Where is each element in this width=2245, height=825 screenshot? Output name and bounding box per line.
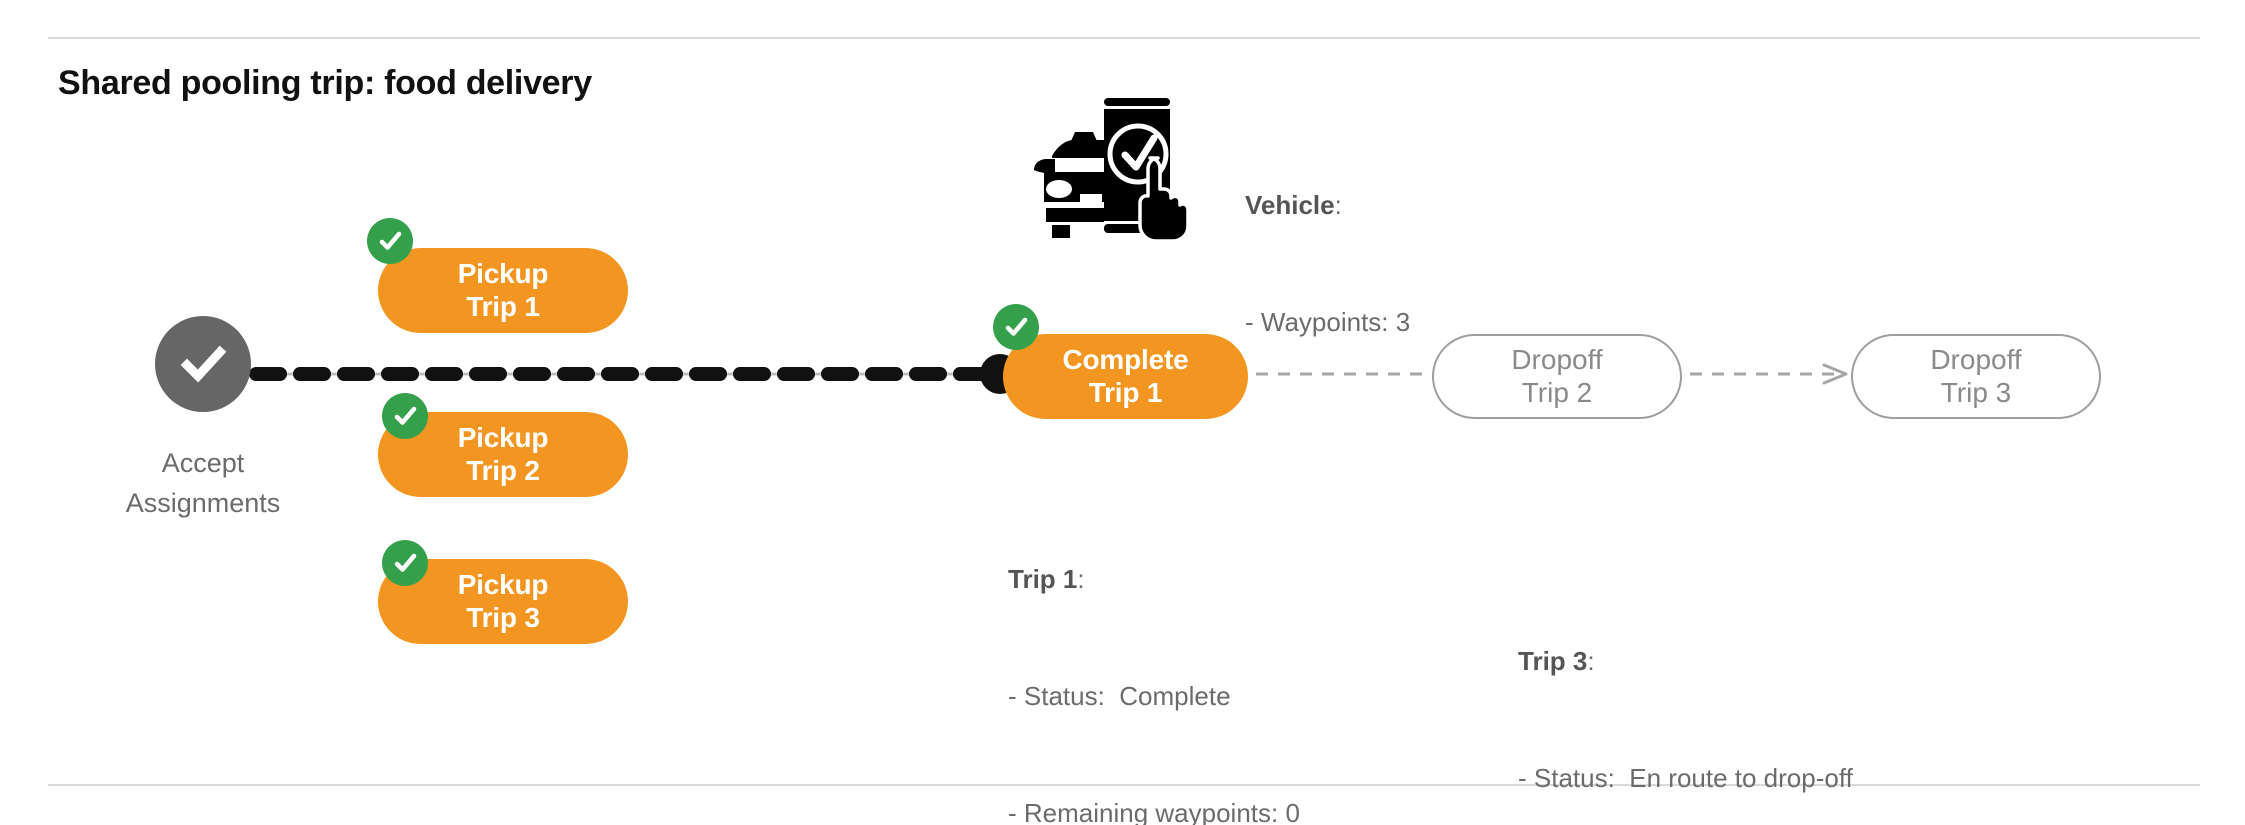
trip-1-2-info-block: Trip 1: - Status: Complete - Remaining w…: [1008, 482, 1343, 825]
dropoff-trip-2-node[interactable]: Dropoff Trip 2: [1432, 334, 1682, 419]
trip-3-info-block: Trip 3: - Status: En route to drop-off -…: [1518, 564, 1853, 825]
vehicle-waypoints-line: - Waypoints: 3: [1245, 307, 1411, 337]
check-badge-icon: [382, 540, 428, 586]
trip-1-heading: Trip 1:: [1008, 564, 1085, 594]
trip-1-waypoints-line: - Remaining waypoints: 0: [1008, 798, 1300, 825]
accept-label-line2: Assignments: [125, 488, 281, 518]
dropoff-trip-3-line2: Trip 3: [1940, 376, 2012, 408]
pickup-trip-2-line1: Pickup: [457, 422, 549, 454]
accept-assignments-label: Accept Assignments: [78, 443, 328, 523]
vehicle-info-heading: Vehicle:: [1245, 190, 1342, 220]
trip-3-status-line: - Status: En route to drop-off: [1518, 763, 1853, 793]
divider-bottom: [48, 784, 2200, 786]
trip-1-status-line: - Status: Complete: [1008, 681, 1231, 711]
dropoff-trip-2-line1: Dropoff: [1511, 344, 1603, 376]
check-circle-icon: [155, 316, 251, 412]
pickup-trip-2-line2: Trip 2: [466, 454, 540, 486]
accept-label-line1: Accept: [161, 448, 245, 478]
dropoff-trip-3-line1: Dropoff: [1930, 344, 2022, 376]
trip-3-heading: Trip 3:: [1518, 646, 1595, 676]
dropoff-trip-2-line2: Trip 2: [1521, 376, 1593, 408]
dropoff-trip-3-node[interactable]: Dropoff Trip 3: [1851, 334, 2101, 419]
pickup-trip-1-line2: Trip 1: [466, 290, 540, 322]
check-badge-icon: [367, 218, 413, 264]
complete-trip-1-line1: Complete: [1062, 344, 1189, 376]
car-phone-check-icon: [1032, 86, 1202, 243]
pickup-trip-3-line2: Trip 3: [466, 601, 540, 633]
complete-trip-1-node[interactable]: Complete Trip 1: [1003, 334, 1248, 419]
pickup-trip-1-line1: Pickup: [457, 258, 549, 290]
pickup-trip-1-node[interactable]: Pickup Trip 1: [378, 248, 628, 333]
page-title: Shared pooling trip: food delivery: [58, 64, 592, 102]
divider-top: [48, 37, 2200, 39]
complete-trip-1-line2: Trip 1: [1088, 376, 1163, 408]
check-badge-icon: [993, 304, 1039, 350]
accept-assignments-node[interactable]: [155, 316, 251, 412]
vehicle-info-block: Vehicle: - Waypoints: 3: [1245, 108, 1410, 420]
pickup-trip-3-line1: Pickup: [457, 569, 549, 601]
check-badge-icon: [382, 393, 428, 439]
